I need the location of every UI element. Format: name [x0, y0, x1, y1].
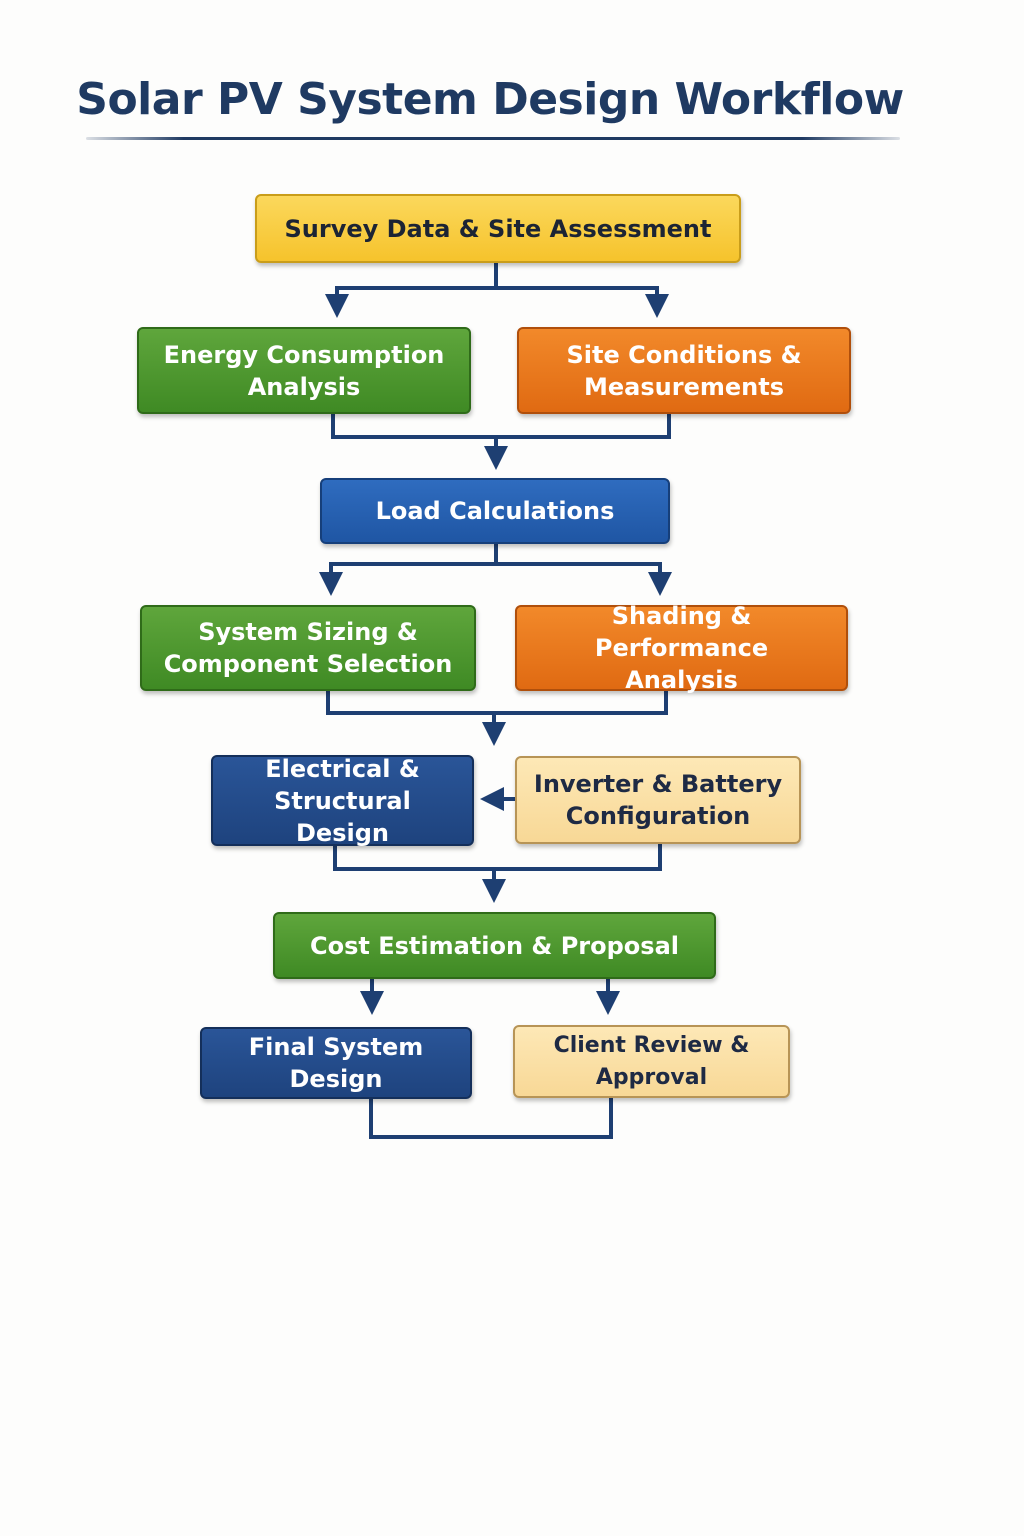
- node-survey-site-assessment: Survey Data & Site Assessment: [255, 194, 741, 263]
- node-system-sizing-component-selection: System Sizing & Component Selection: [140, 605, 476, 691]
- node-electrical-label: Electrical & Structural Design: [265, 754, 420, 847]
- connector-merge-cost: [333, 843, 662, 871]
- node-site-conditions-measurements: Site Conditions & Measurements: [517, 327, 851, 414]
- node-review-label: Client Review & Approval: [553, 1032, 750, 1090]
- node-client-review-approval: Client Review & Approval: [513, 1025, 790, 1098]
- node-load-calculations: Load Calculations: [320, 478, 670, 544]
- node-survey-label: Survey Data & Site Assessment: [284, 214, 712, 243]
- node-inverter-battery-configuration: Inverter & Battery Configuration: [515, 756, 801, 844]
- connector-final-bracket: [369, 1095, 613, 1139]
- node-final-label: Final System Design: [248, 1033, 424, 1093]
- node-sizing-label: System Sizing & Component Selection: [163, 618, 453, 678]
- connector-merge-electrical: [326, 688, 668, 715]
- node-final-system-design: Final System Design: [200, 1027, 472, 1099]
- node-load-label: Load Calculations: [375, 497, 615, 525]
- node-inverter-label: Inverter & Battery Configuration: [533, 770, 783, 830]
- connector-load-split: [329, 541, 662, 566]
- node-shading-label: Shading & Performance Analysis: [594, 602, 769, 694]
- node-cost-estimation-proposal: Cost Estimation & Proposal: [273, 912, 716, 979]
- node-energy-label: Energy Consumption Analysis: [163, 340, 445, 401]
- node-shading-performance-analysis: Shading & Performance Analysis: [515, 602, 848, 694]
- node-cost-label: Cost Estimation & Proposal: [310, 931, 679, 960]
- node-electrical-structural-design: Electrical & Structural Design: [211, 754, 474, 847]
- diagram-title: Solar PV System Design Workflow: [76, 74, 904, 125]
- connector-merge-load: [331, 411, 671, 460]
- node-site-label: Site Conditions & Measurements: [566, 340, 802, 401]
- title-underline: [86, 137, 900, 140]
- connector-survey-split: [335, 260, 659, 290]
- node-energy-consumption-analysis: Energy Consumption Analysis: [137, 327, 471, 414]
